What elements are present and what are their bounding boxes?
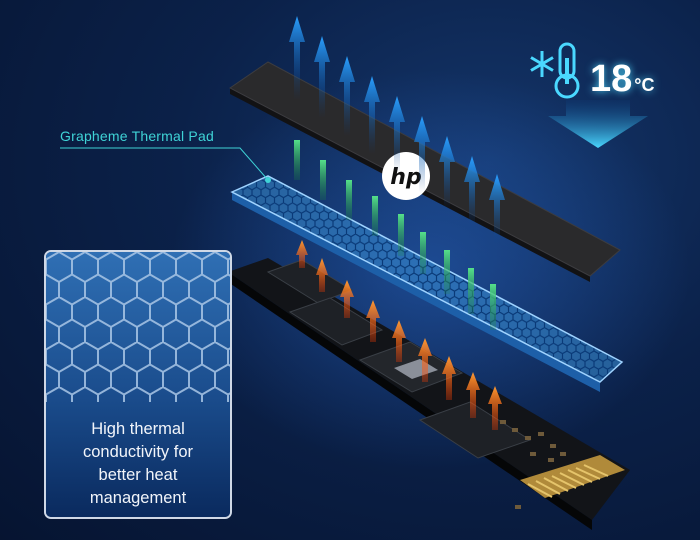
info-text: High thermal conductivity for better hea… [46,418,230,510]
pad-label: Grapheme Thermal Pad [60,128,214,144]
heat-arrows-orange [296,240,502,430]
info-line: better heat [98,466,178,484]
info-panel: High thermal conductivity for better hea… [44,250,232,519]
temperature-value: 18 [590,58,633,100]
label-leader-dot [265,177,271,183]
heat-arrows-blue [289,16,505,246]
temperature-unit: °C [634,75,655,95]
label-leader-line [60,147,269,181]
info-line: conductivity for [82,443,194,461]
heat-arrows-green [294,140,496,330]
graphene-closeup-image [46,252,230,517]
temperature-readout: 18°C [590,58,654,101]
info-line: High thermal [91,420,185,438]
info-line: management [89,489,187,507]
down-arrow-icon [548,100,648,148]
graphene-thermal-pad [230,175,624,392]
snowflake-thermometer-icon [530,42,580,99]
ssd-board [228,258,630,530]
